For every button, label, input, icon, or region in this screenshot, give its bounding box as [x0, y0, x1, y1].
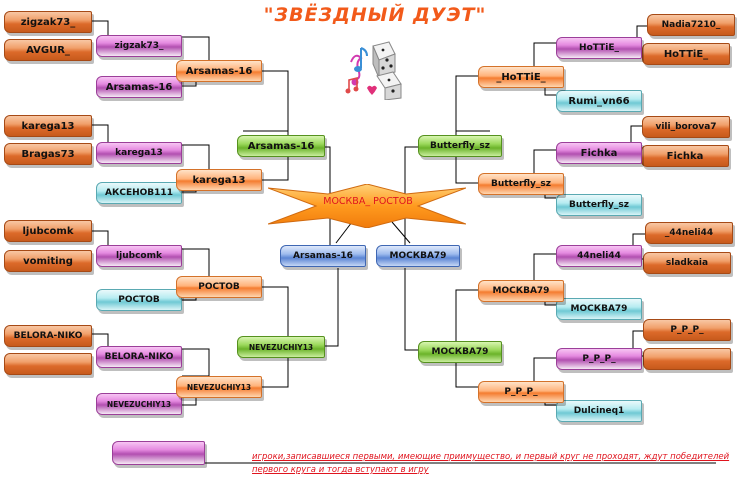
player-name: _HoTTiE_ — [496, 71, 546, 83]
left-round1-slot[interactable]: ljubcomk — [96, 245, 182, 267]
left-round3-slot[interactable]: NEVEZUCHIY13 — [237, 336, 325, 358]
player-name: _44neli44 — [664, 228, 714, 238]
player-name: BELORA-NIKO — [13, 331, 83, 341]
left-entrant[interactable]: AVGUR_ — [4, 39, 92, 61]
player-name: Arsamas-16 — [247, 140, 315, 152]
right-round2-slot[interactable]: Butterfly_sz — [478, 173, 564, 195]
left-round1-slot[interactable]: Arsamas-16 — [96, 76, 182, 98]
right-entrant[interactable]: Fichka — [641, 145, 729, 167]
player-name: Arsamas-16 — [105, 81, 173, 93]
player-name: МОСКВА79 — [570, 304, 628, 314]
player-name: МОСКВА79 — [431, 347, 489, 357]
page-title: "ЗВЁЗДНЫЙ ДУЭТ" — [263, 4, 487, 26]
player-name: vomiting — [23, 255, 73, 267]
left-entrant[interactable] — [4, 353, 92, 375]
player-name: P_P_P_ — [582, 354, 616, 364]
player-name: vili_borova7 — [655, 122, 717, 132]
player-name: zigzak73_ — [20, 16, 76, 28]
player-name: HoTTiE_ — [663, 48, 709, 60]
left-round2-slot[interactable]: karega13 — [176, 169, 262, 191]
right-round1-slot[interactable]: МОСКВА79 — [556, 298, 642, 320]
left-round1-slot[interactable]: zigzak73_ — [96, 35, 182, 57]
player-name: Butterfly_sz — [568, 200, 630, 210]
player-name: karega13 — [115, 148, 163, 158]
left-entrant[interactable]: vomiting — [4, 250, 92, 272]
right-round2-slot[interactable]: МОСКВА79 — [478, 280, 564, 302]
player-name: ljubcomk — [116, 251, 162, 261]
right-round3-slot[interactable]: МОСКВА79 — [418, 341, 502, 363]
left-entrant[interactable]: karega13 — [4, 115, 92, 137]
player-name: ljubcomk — [22, 225, 74, 237]
right-entrant[interactable]: sladkaia — [643, 252, 731, 274]
left-round2-slot[interactable]: NEVEZUCHIY13 — [176, 376, 262, 398]
player-name: АКСЕНОВ111 — [105, 188, 173, 198]
player-name: AVGUR_ — [26, 44, 70, 56]
player-name: МОСКВА79 — [492, 286, 550, 296]
right-round1-slot[interactable]: P_P_P_ — [556, 348, 642, 370]
final-star-shape — [268, 184, 466, 228]
legend-note: игроки,записавшиеся первыми, имеющие при… — [252, 452, 730, 475]
right-round2-slot[interactable]: P_P_P_ — [478, 381, 564, 403]
right-entrant[interactable]: P_P_P_ — [643, 319, 731, 341]
right-entrant[interactable] — [643, 348, 731, 370]
left-round1-slot[interactable]: BELORA-NIKO — [96, 346, 182, 368]
left-round2-slot[interactable]: Arsamas-16 — [176, 60, 262, 82]
player-name: BELORA-NIKO — [104, 352, 174, 362]
right-semifinal-slot[interactable]: МОСКВА79 — [376, 245, 460, 267]
left-round1-slot[interactable]: NEVEZUCHIY13 — [96, 393, 182, 415]
right-round3-slot[interactable]: Butterfly_sz — [418, 135, 502, 157]
right-round1-slot[interactable]: Rumi_vn66 — [556, 90, 642, 112]
right-entrant[interactable]: _44neli44 — [645, 222, 733, 244]
right-round1-slot[interactable]: HoTTiE_ — [556, 37, 642, 59]
player-name: Dulcineq1 — [573, 406, 625, 416]
right-round1-slot[interactable]: Dulcineq1 — [556, 400, 642, 422]
left-round1-slot[interactable]: РОСТОВ — [96, 289, 182, 311]
left-semifinal-slot[interactable]: Arsamas-16 — [280, 245, 366, 267]
right-entrant[interactable]: HoTTiE_ — [642, 43, 730, 65]
left-entrant[interactable]: zigzak73_ — [4, 11, 92, 33]
player-name: МОСКВА79 — [389, 251, 447, 261]
left-entrant[interactable]: Bragas73 — [4, 143, 92, 165]
legend-box — [112, 441, 205, 465]
player-name: P_P_P_ — [504, 387, 538, 397]
right-round2-slot[interactable]: _HoTTiE_ — [478, 66, 564, 88]
player-name: Butterfly_sz — [429, 141, 491, 151]
left-round3-slot[interactable]: Arsamas-16 — [237, 135, 325, 157]
player-name: NEVEZUCHIY13 — [186, 382, 252, 392]
player-name: РОСТОВ — [198, 282, 240, 292]
player-name: РОСТОВ — [118, 295, 160, 305]
left-entrant[interactable]: BELORA-NIKO — [4, 325, 92, 347]
right-round1-slot[interactable]: 44neli44 — [556, 245, 642, 267]
player-name: Rumi_vn66 — [568, 95, 630, 107]
player-name: sladkaia — [665, 258, 709, 268]
player-name: karega13 — [192, 174, 246, 186]
left-round2-slot[interactable]: РОСТОВ — [176, 276, 262, 298]
player-name: Arsamas-16 — [185, 65, 253, 77]
player-name: 44neli44 — [577, 251, 621, 261]
player-name: NEVEZUCHIY13 — [106, 399, 172, 409]
player-name: Nadia7210_ — [661, 20, 721, 30]
left-round1-slot[interactable]: karega13 — [96, 142, 182, 164]
player-name: karega13 — [21, 120, 75, 132]
final-label: МОСКВА_ РОСТОВ — [323, 196, 413, 207]
right-round1-slot[interactable]: Fichka — [556, 142, 642, 164]
music-dice-icon — [345, 41, 402, 100]
player-name: P_P_P_ — [670, 325, 704, 335]
player-name: zigzak73_ — [114, 41, 164, 51]
right-round1-slot[interactable]: Butterfly_sz — [556, 194, 642, 216]
player-name: Bragas73 — [21, 148, 75, 160]
player-name: Arsamas-16 — [293, 251, 353, 261]
left-entrant[interactable]: ljubcomk — [4, 220, 92, 242]
left-round1-slot[interactable]: АКСЕНОВ111 — [96, 182, 182, 204]
player-name: Butterfly_sz — [490, 179, 552, 189]
right-entrant[interactable]: Nadia7210_ — [647, 14, 735, 36]
player-name: Fichka — [580, 147, 618, 159]
player-name: NEVEZUCHIY13 — [248, 342, 314, 352]
player-name: HoTTiE_ — [579, 43, 619, 53]
player-name: Fichka — [666, 150, 704, 162]
right-entrant[interactable]: vili_borova7 — [642, 116, 730, 138]
